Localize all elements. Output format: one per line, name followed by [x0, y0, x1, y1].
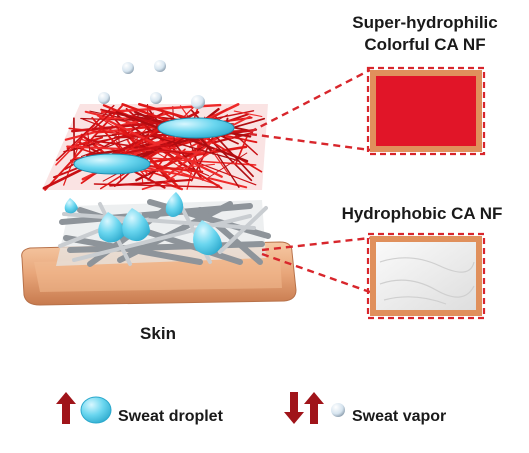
legend-vapor-icon — [284, 392, 345, 424]
legend-droplet-label: Sweat droplet — [118, 408, 223, 425]
top-panel-title-line2: Colorful CA NF — [364, 35, 486, 54]
connector-lines — [249, 68, 371, 294]
red-fabric-swatch — [366, 66, 486, 156]
sweat-vapor-bubbles — [98, 60, 205, 109]
top-panel-title-line1: Super-hydrophilic — [352, 13, 498, 32]
skin-label: Skin — [140, 324, 176, 343]
red-fiber-layer — [42, 102, 268, 191]
top-panel-title: Super-hydrophilic Colorful CA NF — [330, 12, 520, 56]
droplet-gray-1 — [165, 192, 184, 217]
bottom-panel-title: Hydrophobic CA NF — [341, 204, 503, 223]
legend-vapor-label: Sweat vapor — [352, 408, 447, 425]
droplet-gray-3 — [122, 208, 150, 242]
droplet-gray-5 — [64, 198, 78, 214]
sweat-droplets — [64, 117, 235, 256]
droplet-gray-2 — [98, 212, 125, 243]
droplet-on-red-right — [157, 117, 235, 139]
droplet-gray-4 — [193, 220, 222, 256]
legend-droplet-icon — [56, 392, 112, 424]
white-fabric-swatch — [366, 232, 486, 320]
droplet-on-red-left — [73, 153, 151, 175]
gray-fiber-layer — [56, 199, 271, 267]
